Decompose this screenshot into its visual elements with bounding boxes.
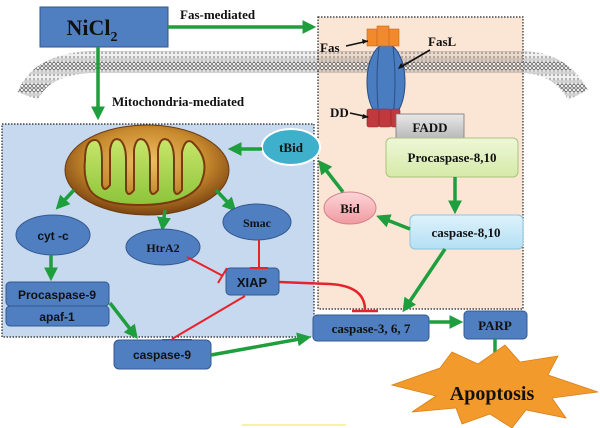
nicl2-node[interactable]: NiCl2 [39, 6, 169, 48]
tbid-node[interactable]: tBid [261, 128, 321, 166]
arrow-casp810-to-bid [376, 214, 411, 231]
death-domain-icon [366, 108, 401, 128]
apoptosis-node[interactable]: Apoptosis [390, 344, 599, 428]
caspase-8-10-label: caspase-8,10 [432, 225, 501, 240]
parp-node[interactable]: PARP [463, 310, 528, 340]
nicl2-label: NiCl2 [67, 15, 118, 45]
parp-label: PARP [478, 318, 512, 333]
arrow-mito-to-smac [214, 188, 237, 212]
procaspase-8-10-node[interactable]: Procaspase-8,10 [385, 137, 519, 178]
fadd-label: FADD [412, 120, 447, 135]
fasl-label: FasL [428, 34, 457, 49]
apaf-1-label: apaf-1 [39, 310, 75, 324]
smac-node[interactable]: Smac [222, 203, 292, 241]
xiap-node[interactable]: XIAP [225, 267, 280, 296]
arrow-procasp9-to-casp9 [108, 301, 138, 339]
procaspase-8-10-label: Procaspase-8,10 [408, 150, 497, 165]
bid-node[interactable]: Bid [323, 191, 377, 225]
inhibit-smac-to-xiap [250, 240, 268, 269]
mitochondrion-icon[interactable] [64, 124, 230, 216]
fadd-node[interactable]: FADD [395, 113, 465, 140]
arrow-mito-to-cytc [55, 188, 76, 210]
arrow-mito-to-htra2 [157, 209, 171, 232]
xiap-label: XIAP [237, 275, 268, 290]
arrow-casp810-to-casp367 [402, 248, 447, 313]
bid-label: Bid [340, 201, 360, 216]
inhibit-htra2-to-xiap [186, 256, 228, 284]
cyt-c-node[interactable]: cyt -c [15, 214, 91, 256]
fas-receptor-complex[interactable] [366, 25, 406, 128]
htra2-label: HtrA2 [146, 241, 179, 255]
cyt-c-label: cyt -c [37, 229, 69, 243]
smac-label: Smac [243, 216, 272, 230]
caspase-9-node[interactable]: caspase-9 [113, 339, 212, 370]
caspase-3-6-7-node[interactable]: caspase-3, 6, 7 [312, 314, 430, 342]
mitochondria-mediated-label: Mitochondria-mediated [112, 94, 245, 109]
caspase-9-label: caspase-9 [133, 348, 191, 362]
fas-label: Fas [320, 40, 340, 55]
cell-membrane [17, 51, 588, 101]
apaf-1-node[interactable]: apaf-1 [5, 305, 110, 327]
arrow-bid-to-tbid [318, 160, 345, 194]
arrow-casp9-to-casp367 [210, 332, 312, 357]
caspase-8-10-node[interactable]: caspase-8,10 [409, 214, 524, 250]
dd-label: DD [330, 105, 349, 120]
fas-mediated-label: Fas-mediated [180, 7, 256, 22]
apoptosis-label: Apoptosis [450, 383, 535, 405]
htra2-node[interactable]: HtrA2 [125, 228, 201, 266]
tbid-label: tBid [279, 140, 304, 155]
caspase-3-6-7-label: caspase-3, 6, 7 [332, 321, 411, 336]
inhibit-xiap-to-caspase367 [278, 280, 378, 313]
procaspase-9-label: Procaspase-9 [18, 288, 96, 302]
procaspase-9-node[interactable]: Procaspase-9 [5, 281, 110, 307]
fasl-ligand-icon [366, 25, 400, 47]
fasl-pointer [398, 49, 431, 69]
